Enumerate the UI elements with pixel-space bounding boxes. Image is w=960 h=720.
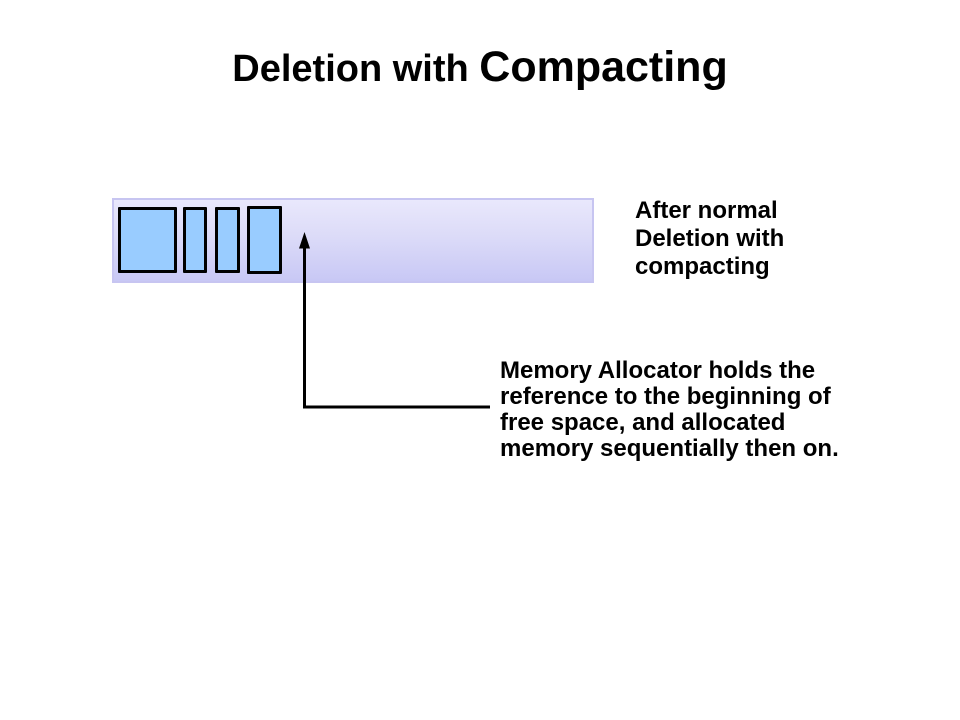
slide-title-emphasis: Compacting (479, 43, 728, 91)
bar-caption: After normal Deletion with compacting (635, 197, 785, 280)
allocated-block-3 (215, 207, 240, 273)
memory-strip (112, 198, 594, 283)
slide-title-regular: Deletion with (232, 48, 480, 90)
allocated-block-2 (183, 207, 207, 273)
allocated-block-4 (247, 206, 282, 274)
slide-title: Deletion with Compacting (0, 44, 960, 93)
allocated-block-1 (118, 207, 177, 273)
annotation-text: Memory Allocator holds the reference to … (500, 357, 839, 462)
